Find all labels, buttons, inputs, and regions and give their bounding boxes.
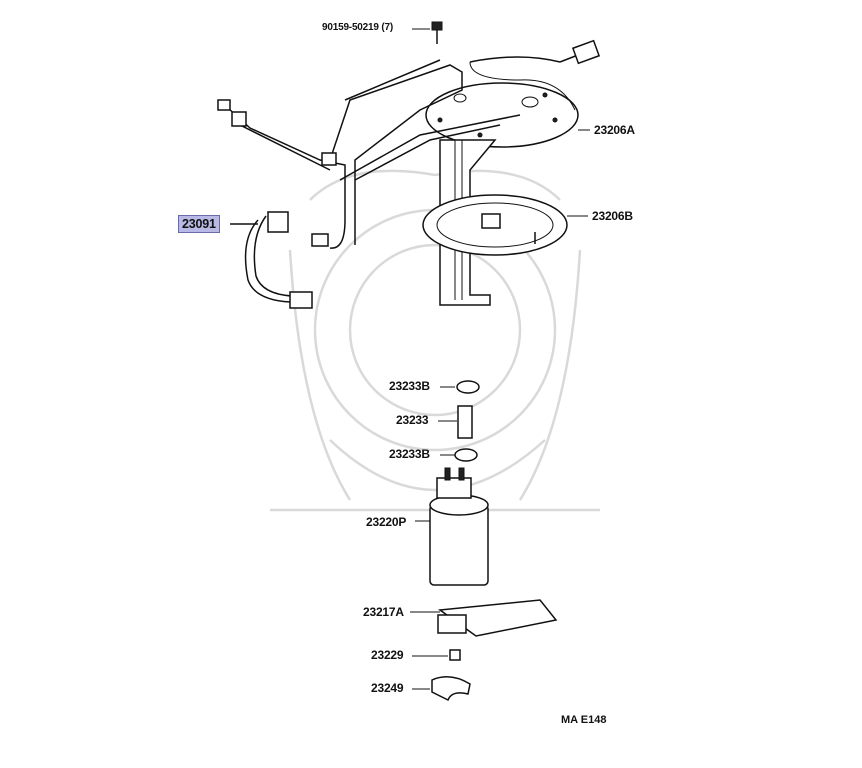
label-23233: 23233 [396,413,429,427]
bolt-part [412,21,443,44]
gasket-plate-23206B [422,194,588,256]
label-23220P: 23220P [366,515,407,529]
label-23217A: 23217A [363,605,404,619]
label-23091-highlighted[interactable]: 23091 [178,215,220,233]
cushion-23249 [412,676,471,702]
clamp-23233B-top [440,380,480,394]
label-bolt-90159: 90159-50219 (7) [322,22,393,33]
diagram-code: MA E148 [561,714,607,726]
clamp-23233B-bottom [440,448,478,462]
sender-plate-23206A [425,82,590,148]
clip-23229 [412,649,461,661]
label-23233B-top: 23233B [389,379,430,393]
wire-harness [469,39,601,111]
fuel-hose-23091 [230,211,313,309]
label-23206A: 23206A [594,123,635,137]
fuel-pipes [217,59,521,249]
label-23249: 23249 [371,681,404,695]
fuel-filter-23217A [410,599,558,637]
label-23233B-bottom: 23233B [389,447,430,461]
label-23229: 23229 [371,648,404,662]
hose-23233 [438,405,473,439]
fuel-pump-23220P [415,467,489,586]
label-23206B: 23206B [592,209,633,223]
